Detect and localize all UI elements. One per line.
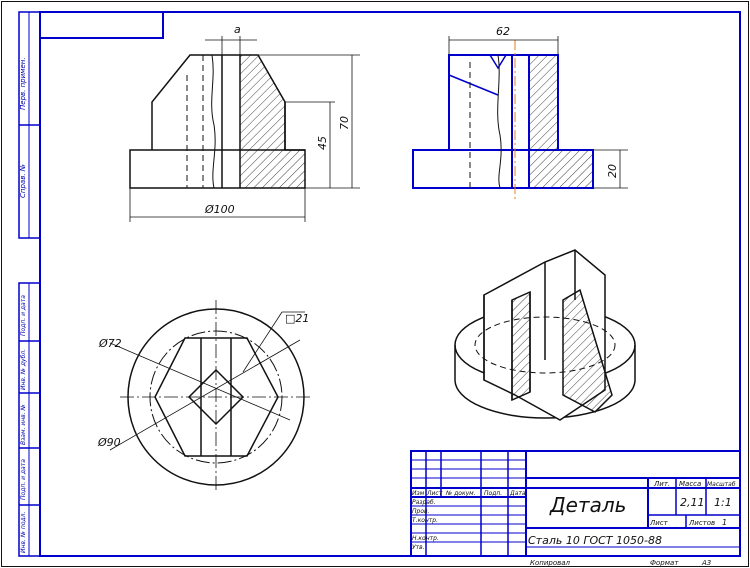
tb-scale-label: Масштаб — [707, 481, 736, 488]
strip-label-5: Подп. и дата — [20, 459, 27, 500]
dim-a-label: a — [234, 23, 241, 36]
tb-scale-value: 1:1 — [714, 496, 732, 509]
dim-d72-label: Ø72 — [98, 337, 122, 350]
strip-label-3: Инв. № дубл. — [20, 349, 27, 390]
tb-col-izm: Изм — [412, 490, 425, 497]
tb-sheets-value: 1 — [722, 518, 727, 527]
front-view — [129, 36, 360, 222]
dim-d90-label: Ø90 — [97, 436, 121, 449]
copied-label: Копировал — [530, 559, 571, 567]
dim-45-label: 45 — [316, 136, 329, 150]
dim-100-label: Ø100 — [204, 203, 235, 216]
tb-col-doc: № докум. — [445, 490, 476, 497]
tb-col-list: Лист — [426, 490, 443, 497]
tb-sheets-label: Листов — [688, 519, 715, 527]
dim-square-label: □21 — [285, 312, 309, 325]
format-label: Формат — [650, 559, 679, 567]
title-block — [410, 450, 741, 557]
drawing-title: Деталь — [549, 493, 626, 517]
isometric-view — [454, 249, 636, 421]
tb-sheet-label: Лист — [649, 519, 669, 527]
dim-62-label: 62 — [496, 25, 510, 38]
top-view — [109, 300, 312, 492]
tb-col-sign: Подп. — [484, 490, 502, 497]
tb-lit-label: Лит. — [653, 480, 670, 488]
top-left-stamp — [40, 12, 164, 39]
strip-label-6: Инв. № подл. — [20, 512, 27, 553]
side-view — [412, 36, 628, 200]
strip-label-2: Подп. и дата — [20, 295, 27, 336]
tb-row-tkontr: Т.контр. — [412, 517, 438, 524]
tb-row-utv: Утв. — [412, 544, 425, 551]
drawing-frame — [39, 11, 741, 557]
strip-label-0: Перв. примен. — [19, 57, 27, 110]
dim-20-label: 20 — [606, 164, 619, 178]
left-side-strip — [18, 11, 41, 557]
strip-label-1: Справ. № — [19, 164, 27, 198]
format-value: А3 — [701, 559, 711, 567]
tb-mass-value: 2,11 — [680, 496, 705, 509]
tb-mass-label: Масса — [679, 480, 701, 488]
tb-col-date: Дата — [509, 490, 526, 497]
material-spec: Сталь 10 ГОСТ 1050-88 — [528, 534, 662, 547]
tb-row-prov: Пров. — [412, 508, 430, 515]
strip-label-4: Взам. инв. № — [20, 404, 27, 445]
tb-row-nkontr: Н.контр. — [412, 535, 439, 542]
tb-row-razrab: Разраб. — [412, 499, 436, 506]
dim-70-label: 70 — [338, 116, 351, 130]
